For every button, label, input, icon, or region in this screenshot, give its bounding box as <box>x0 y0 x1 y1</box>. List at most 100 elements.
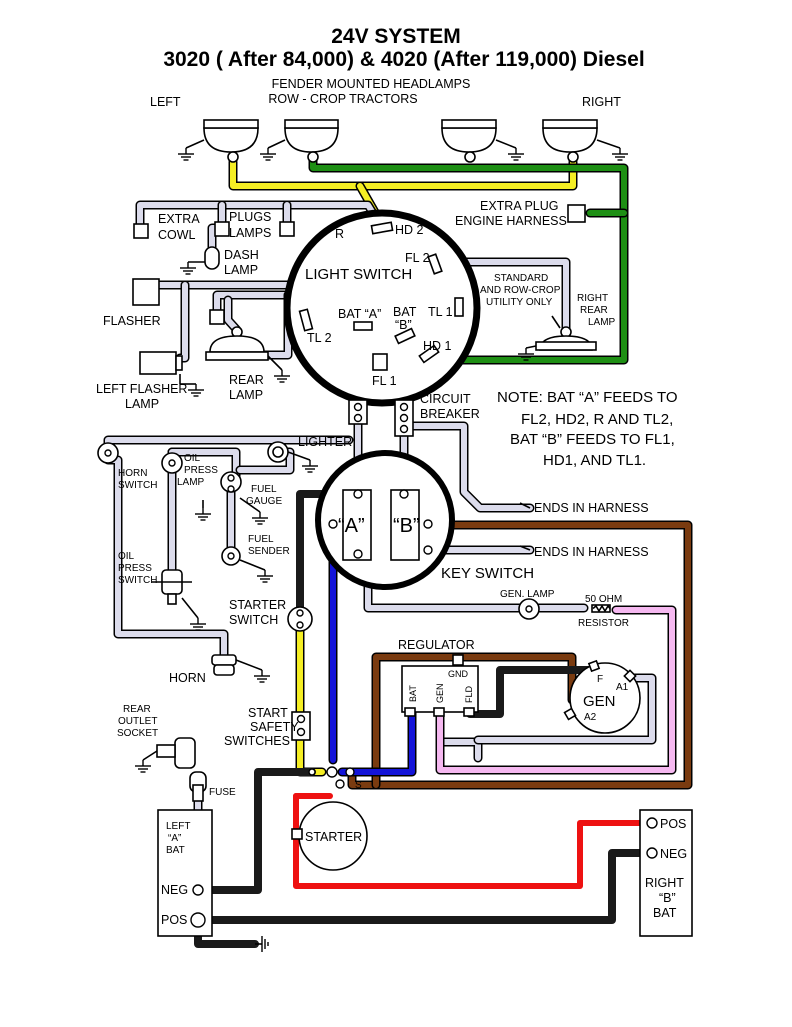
key-a-label: “A” <box>338 515 365 537</box>
ls-fl1: FL 1 <box>372 374 397 388</box>
rear-outlet-label-2: OUTLET <box>118 716 157 727</box>
gen-lamp-icon <box>518 598 540 620</box>
standard-label-1: STANDARD <box>494 273 548 284</box>
bat-a-connector <box>348 399 368 425</box>
ls-tl2: TL 2 <box>307 331 332 345</box>
extra-cowl-plug <box>133 223 149 239</box>
right-battery <box>639 809 693 937</box>
standard-label-2: AND ROW-CROP <box>480 285 561 296</box>
light-switch-terminals <box>298 221 464 371</box>
neg-left-label: NEG <box>161 883 188 897</box>
pos-right-label: POS <box>660 817 686 831</box>
fuel-sender-label-1: FUEL <box>248 534 274 545</box>
flasher-label: FLASHER <box>103 314 161 328</box>
gen-a2-label: A2 <box>584 712 597 723</box>
left-battery <box>157 809 213 937</box>
note-line2: FL2, HD2, R AND TL2, <box>521 411 673 428</box>
extra-plug-label-2: ENGINE HARNESS <box>455 214 567 228</box>
resistor-label: RESISTOR <box>578 618 629 629</box>
left-flasher-label-1: LEFT FLASHER <box>96 382 187 396</box>
right-bat-label-3: BAT <box>653 906 677 920</box>
ends-harness-label-1: ENDS IN HARNESS <box>534 501 649 515</box>
lighter-icon <box>267 441 319 473</box>
circuit-breaker-label-1: CIRCUIT <box>420 392 471 406</box>
horn-switch-label-1: HORN <box>118 468 147 479</box>
circuit-breaker <box>394 399 414 437</box>
black-pos-cable <box>201 849 652 924</box>
note-line4: HD1, AND TL1. <box>543 452 646 469</box>
oil-press-lamp-label-2: PRESS <box>184 465 218 476</box>
yellow-start-safety-wire <box>295 625 327 777</box>
dash-lamp-label-1: DASH <box>224 248 259 262</box>
battery-ground-icon <box>255 936 269 952</box>
lighter-label: LIGHTER <box>298 435 352 449</box>
reg-fld-label: FLD <box>464 685 474 703</box>
note-line3: BAT “B” FEEDS TO FL1, <box>510 431 675 448</box>
fuse-icon <box>192 784 204 802</box>
rear-lamp-label-1: REAR <box>229 373 264 387</box>
ends-harness-label-2: ENDS IN HARNESS <box>534 545 649 559</box>
ls-b: “B” <box>395 318 412 332</box>
extra-plug-engine <box>567 204 586 223</box>
left-bat-label-1: LEFT <box>166 821 190 832</box>
ls-bat-a: BAT “A” <box>338 307 381 321</box>
left-flasher-label-2: LAMP <box>125 397 159 411</box>
fuel-sender-icon <box>221 546 274 583</box>
horn-switch-icon <box>97 442 119 464</box>
horn-icon <box>211 654 271 683</box>
regulator <box>401 654 479 717</box>
oil-press-switch-label-1: OIL <box>118 551 135 562</box>
horn-switch-label-2: SWITCH <box>118 480 157 491</box>
red-cable <box>293 793 651 889</box>
regulator-label: REGULATOR <box>398 638 475 652</box>
plugs-lamps-label-1: PLUGS <box>229 210 271 224</box>
left-bat-label-3: BAT <box>166 845 185 856</box>
ls-hd1: HD 1 <box>423 339 452 353</box>
right-rear-label-2: REAR <box>580 305 608 316</box>
note-line1: NOTE: BAT “A” FEEDS TO <box>497 389 678 406</box>
extra-cowl-label-2: COWL <box>158 228 196 242</box>
fuse-label: FUSE <box>209 787 236 798</box>
rear-outlet-socket-icon <box>134 737 207 793</box>
standard-label-3: UTILITY ONLY <box>486 297 553 308</box>
oil-press-lamp-icon <box>161 452 183 474</box>
fuel-gauge-icon <box>220 471 269 525</box>
oil-press-lamp-label-1: OIL <box>184 453 201 464</box>
title-line2: 3020 ( After 84,000) & 4020 (After 119,0… <box>163 48 644 71</box>
oil-press-switch-label-3: SWITCH <box>118 575 157 586</box>
headlamp-right-inner <box>441 119 525 163</box>
headlamps-left-label: LEFT <box>150 95 181 109</box>
key-b-label: “B” <box>393 515 420 537</box>
fuel-gauge-label-2: GAUGE <box>246 496 282 507</box>
headlamps-label-2: ROW - CROP TRACTORS <box>268 92 417 106</box>
rear-lamp-right-icon <box>517 315 597 361</box>
starter-solenoid-terminals <box>308 766 355 789</box>
gen-f-label: F <box>597 674 603 685</box>
start-safety-label-1: START <box>248 706 288 720</box>
flasher-box <box>132 278 160 306</box>
start-safety-label-2: SAFETY <box>250 720 299 734</box>
headlamps-right-label: RIGHT <box>582 95 621 109</box>
key-switch <box>315 450 455 590</box>
oil-press-switch-label-2: PRESS <box>118 563 152 574</box>
gen-a1-label: A1 <box>616 682 629 693</box>
left-bat-label-2: “A” <box>168 833 181 844</box>
resistor-icon <box>591 604 611 613</box>
headlamps-label-1: FENDER MOUNTED HEADLAMPS <box>272 77 471 91</box>
right-bat-label-1: RIGHT <box>645 876 684 890</box>
rear-outlet-label-1: REAR <box>123 704 151 715</box>
oil-press-lamp-label-3: LAMP <box>177 477 205 488</box>
ls-fl2: FL 2 <box>405 251 430 265</box>
reg-gnd-label: GND <box>448 669 469 679</box>
start-safety-switches <box>291 711 311 741</box>
key-switch-label: KEY SWITCH <box>441 565 534 582</box>
starter-motor <box>291 801 368 871</box>
right-rear-label-3: LAMP <box>588 317 616 328</box>
rear-outlet-label-3: SOCKET <box>117 728 158 739</box>
ls-bat: BAT <box>393 305 417 319</box>
ohm-label: 50 OHM <box>585 594 622 605</box>
black-field-wire <box>466 666 594 718</box>
title-line1: 24V SYSTEM <box>331 25 461 48</box>
extra-cowl-label-1: EXTRA <box>158 212 200 226</box>
